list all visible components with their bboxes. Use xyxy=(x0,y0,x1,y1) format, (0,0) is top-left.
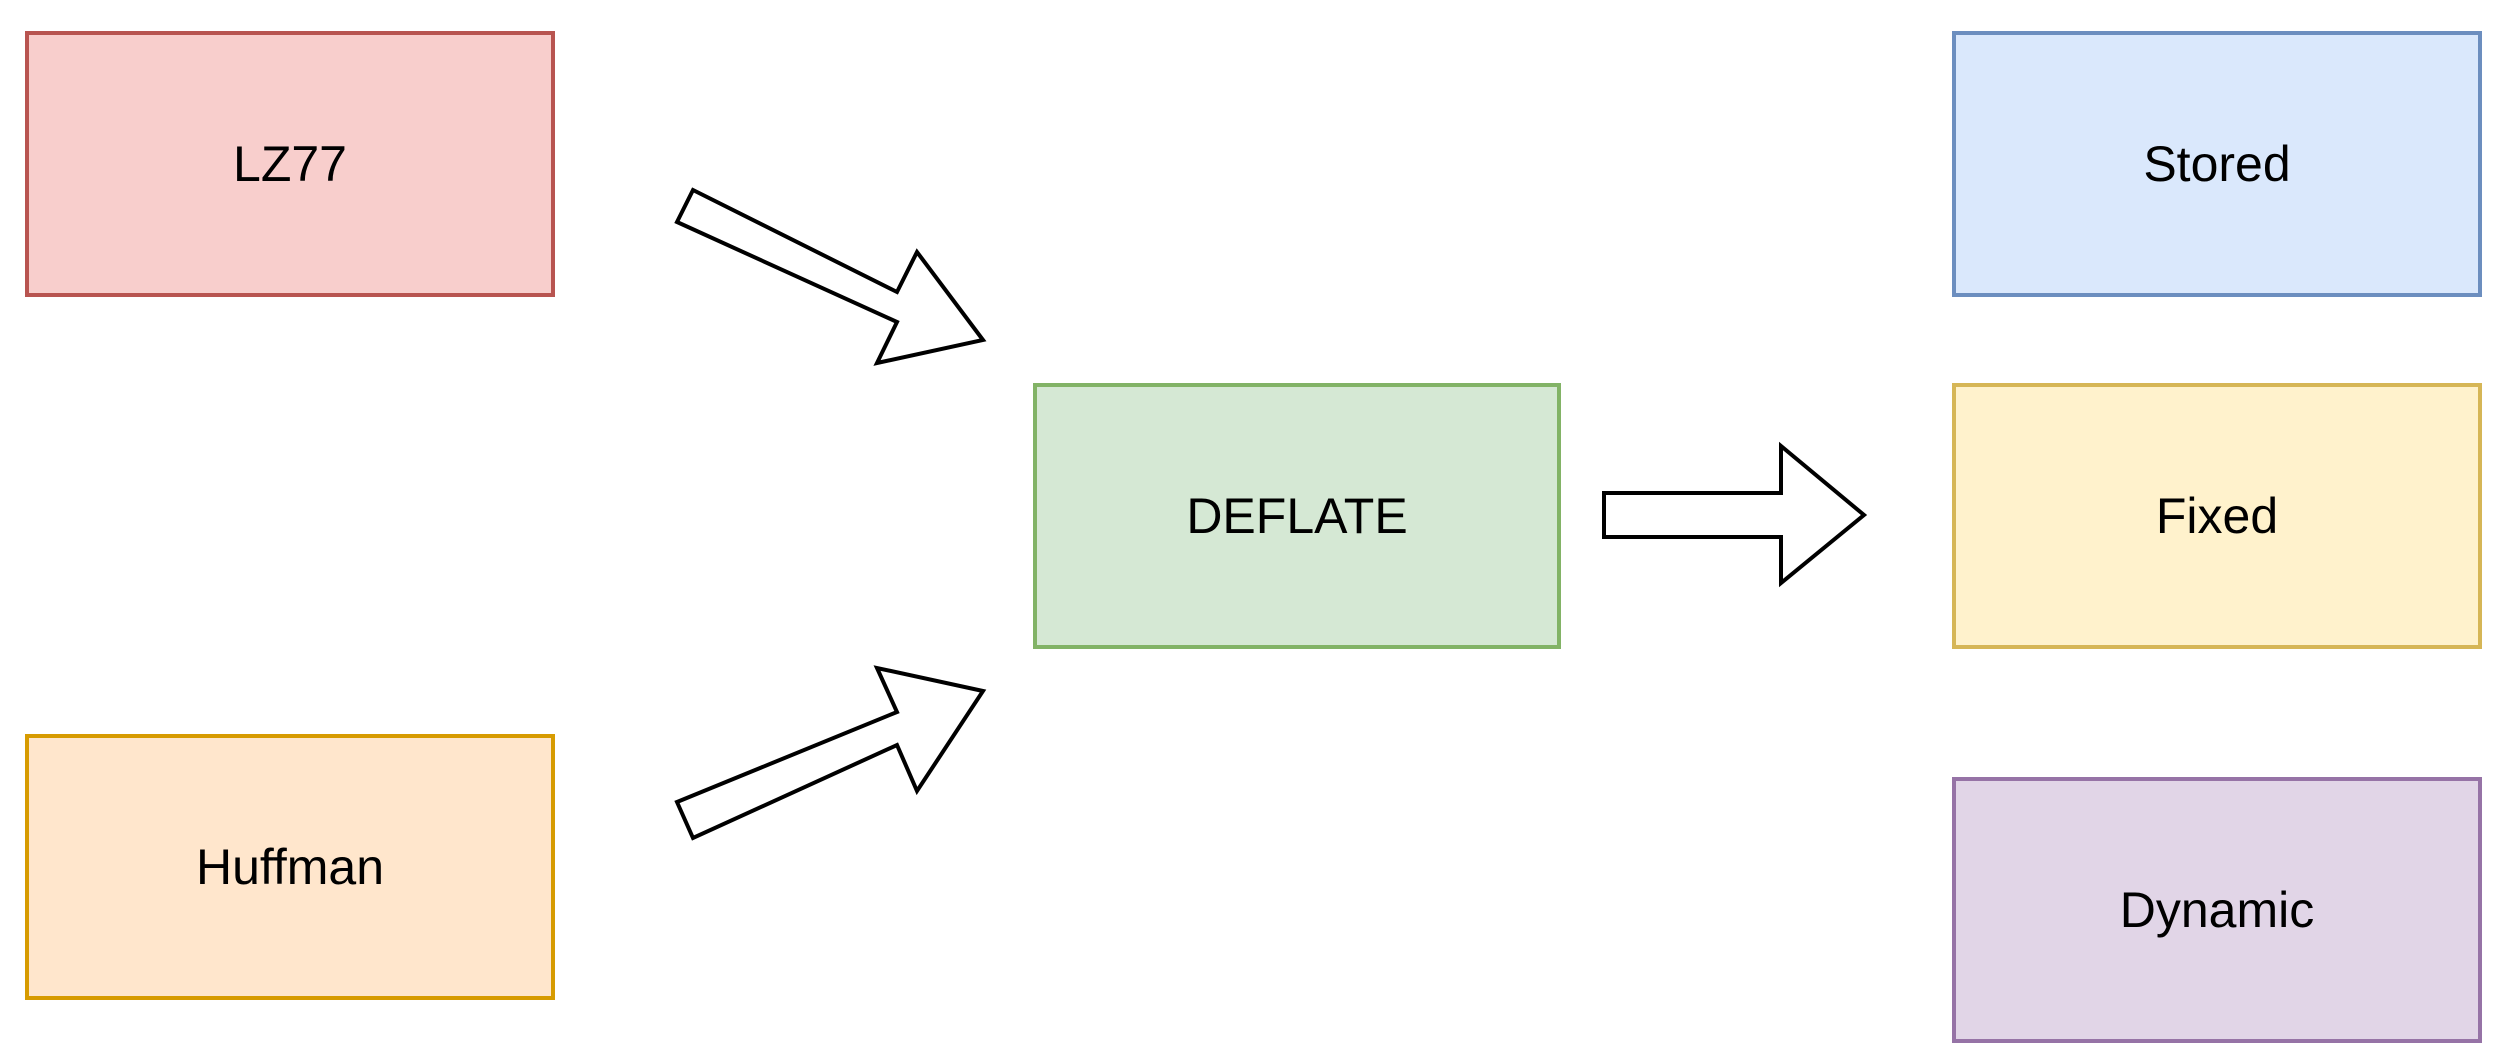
stored-label: Stored xyxy=(2143,136,2291,192)
dynamic-box: Dynamic xyxy=(1952,777,2482,1043)
fixed-label: Fixed xyxy=(2155,488,2279,544)
huffman-label: Huffman xyxy=(195,839,385,895)
arrow-lz77-to-deflate xyxy=(674,187,987,366)
arrow-huffman-to-deflate xyxy=(674,665,987,841)
deflate-label: DEFLATE xyxy=(1186,488,1408,544)
lz77-box: LZ77 xyxy=(25,31,555,297)
stored-box: Stored xyxy=(1952,31,2482,297)
deflate-box: DEFLATE xyxy=(1033,383,1561,649)
lz77-label: LZ77 xyxy=(233,136,347,192)
huffman-box: Huffman xyxy=(25,734,555,1000)
dynamic-label: Dynamic xyxy=(2119,882,2315,938)
arrow-deflate-to-fixed xyxy=(1602,441,1868,588)
fixed-box: Fixed xyxy=(1952,383,2482,649)
